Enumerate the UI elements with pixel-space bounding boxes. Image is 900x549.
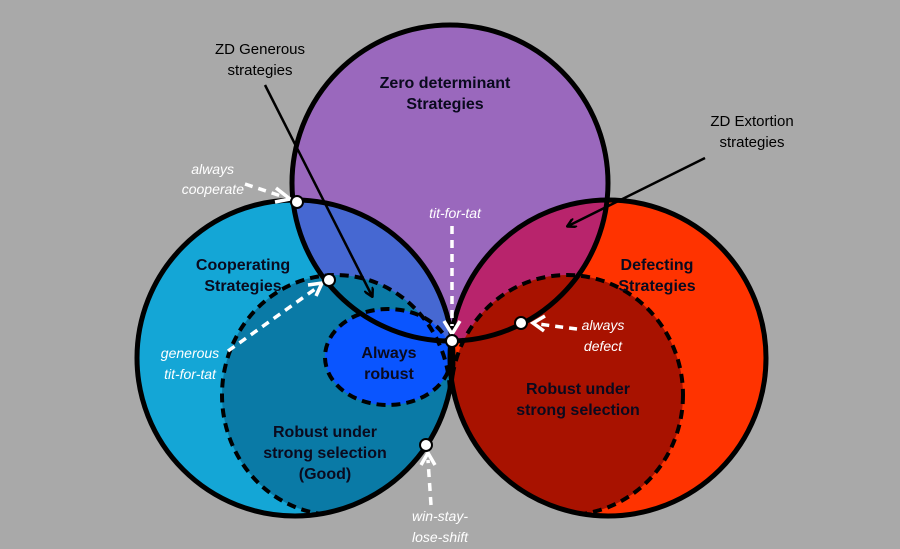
tit-for-tat-label: tit-for-tat (429, 205, 482, 221)
zd-extortion-arrow (568, 156, 706, 226)
arrowhead-icon (307, 280, 325, 297)
generous-tft-arrow (226, 285, 320, 353)
arrowhead-icon (274, 186, 295, 204)
tit-for-tat-point (445, 334, 459, 348)
always-defect-arrow (537, 322, 578, 331)
zd-generous-region (292, 200, 453, 341)
always-robust-region (325, 309, 451, 405)
arrowhead-icon (529, 314, 546, 333)
zd-extortion-region (450, 200, 608, 341)
always-cooperate-arrow (244, 182, 285, 199)
wsls-label: win-stay-lose-shift (412, 508, 469, 545)
generous-tft-point (322, 273, 336, 287)
always-cooperate-point (290, 195, 304, 209)
robust-defect-region (451, 275, 683, 515)
arrowhead-icon (419, 449, 437, 466)
wsls-point (419, 438, 433, 452)
wsls-arrow (426, 459, 433, 506)
zd-generous-arrow (263, 84, 372, 296)
always-defect-point (514, 316, 528, 330)
